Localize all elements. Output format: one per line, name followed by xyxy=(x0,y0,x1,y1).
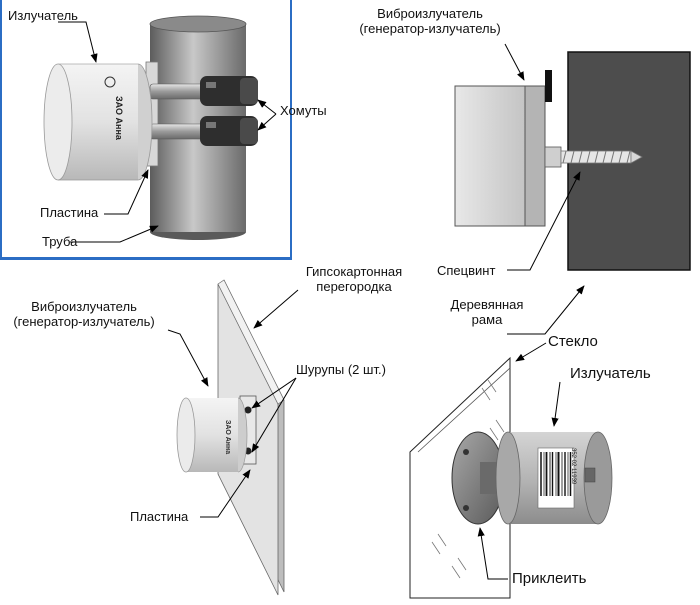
label-wooden-frame: Деревянная рама xyxy=(432,297,542,327)
leader-glue xyxy=(477,527,508,580)
leader-emitter-glass xyxy=(551,381,561,427)
label-clamps: Хомуты xyxy=(280,103,327,118)
emitter-cylinder-barcode: 352 02 11939 xyxy=(495,431,613,525)
label-vibro-line1: Виброизлучатель xyxy=(377,6,483,21)
leader-clamp-upper xyxy=(257,99,277,115)
svg-text:ЗАО Анна: ЗАО Анна xyxy=(114,96,124,141)
label-glass: Стекло xyxy=(548,333,598,350)
label-emitter-glass: Излучатель xyxy=(570,365,651,382)
label-plate-gypsum: Пластина xyxy=(130,509,189,524)
label-vibro-device-title: Виброизлучатель (генератор-излучатель) xyxy=(2,299,166,329)
vibro-generator-box xyxy=(454,70,552,227)
label-emitter: Излучатель xyxy=(8,8,78,23)
leader-glass xyxy=(515,342,547,362)
panel-pipe-mount: ЗАО Анна xyxy=(0,0,292,260)
svg-text:352 02 11939: 352 02 11939 xyxy=(570,448,576,485)
label-gypsum-title: Гипсокартонная перегородка xyxy=(292,264,416,294)
panel-wall-mount xyxy=(454,51,691,271)
label-gypsum-line1: Гипсокартонная xyxy=(305,264,403,279)
screw-head-upper xyxy=(244,406,252,414)
label-vibro-device-line2: (генератор-излучатель) xyxy=(13,314,155,329)
logo-anna: ЗАО Анна xyxy=(104,76,124,141)
leader-vibro-device xyxy=(167,329,209,387)
leader-pipe xyxy=(70,225,159,243)
leader-vibro-generator xyxy=(504,43,525,81)
label-glue: Приклеить xyxy=(512,570,587,587)
leader-clamp-lower xyxy=(257,113,277,131)
svg-text:ЗАО Анна: ЗАО Анна xyxy=(224,420,231,454)
label-frame-line2: рама xyxy=(471,312,503,327)
leader-plate-small xyxy=(200,469,251,518)
hose-clamp-upper xyxy=(149,76,258,106)
leader-screw-lower xyxy=(251,377,297,453)
label-vibro-device-line1: Виброизлучатель xyxy=(31,299,137,314)
label-special-screw: Спецвинт xyxy=(437,263,496,278)
label-frame-line1: Деревянная xyxy=(450,297,524,312)
leader-emitter xyxy=(58,21,98,63)
label-vibro-line2: (генератор-излучатель) xyxy=(359,21,501,36)
panel-glass-mount: 352 02 11939 xyxy=(409,356,613,599)
emitter-cylinder-small: ЗАО Анна xyxy=(176,397,248,473)
hose-clamp-lower xyxy=(149,116,258,146)
leader-screw-upper xyxy=(251,377,297,409)
barcode: 352 02 11939 xyxy=(537,447,576,509)
emitter-cylinder: ЗАО Анна xyxy=(43,63,153,181)
leader-gypsum-board xyxy=(253,289,299,329)
leader-wooden-frame xyxy=(507,285,585,335)
label-pipe: Труба xyxy=(42,234,78,249)
special-screw xyxy=(544,146,643,168)
label-vibro-generator-title: Виброизлучатель (генератор-излучатель) xyxy=(348,6,512,36)
label-screws: Шурупы (2 шт.) xyxy=(296,362,386,377)
leader-lines xyxy=(58,21,585,580)
leader-special-screw xyxy=(507,171,581,271)
label-plate-pipe: Пластина xyxy=(40,205,99,220)
label-gypsum-line2: перегородка xyxy=(316,279,392,294)
leader-plate xyxy=(104,169,149,215)
panel-gypsum-mount: ЗАО Анна xyxy=(176,279,285,596)
